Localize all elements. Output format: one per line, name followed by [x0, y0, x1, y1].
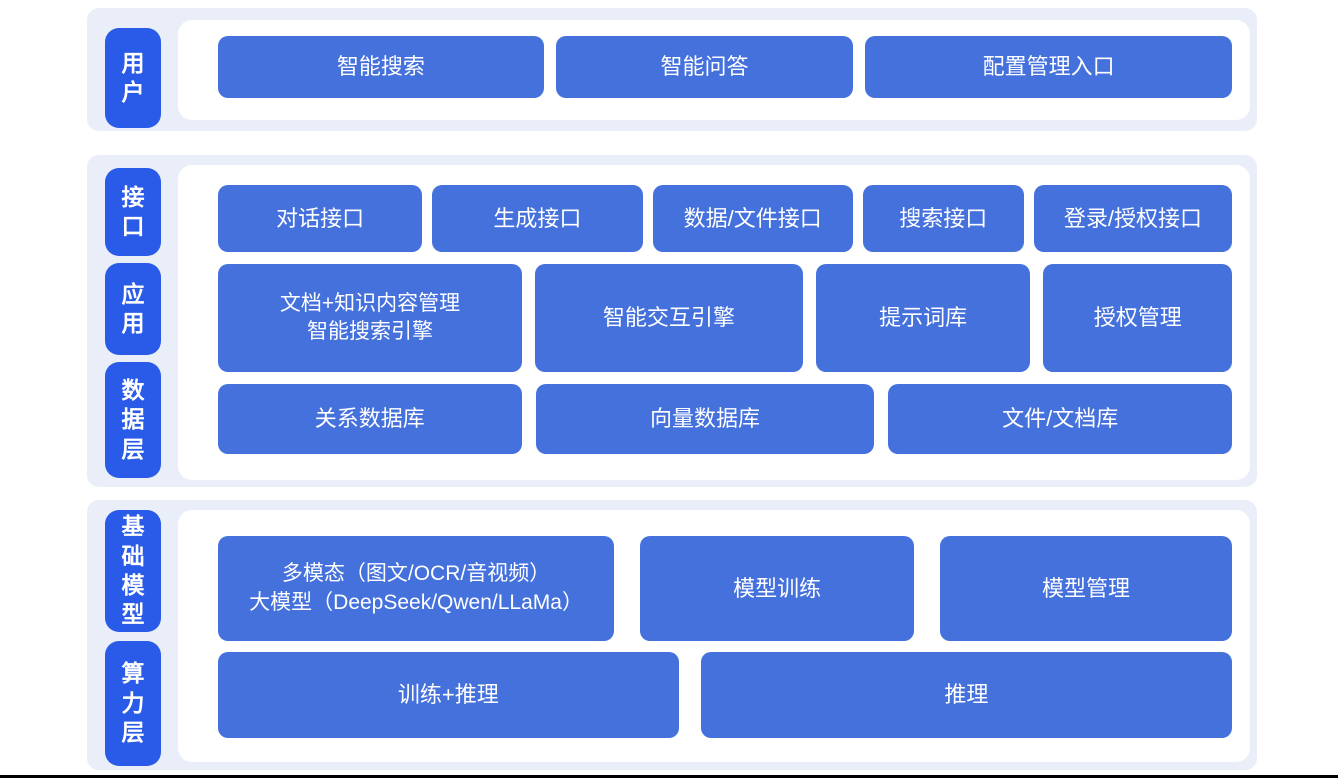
bottom-layers-label-column: 基础模型 算力层: [105, 510, 161, 766]
layer-label-data-text: 数据层: [121, 376, 145, 462]
middle-layers-section: 接口 应用 数据层 对话接口 生成接口 数据/文件接口 搜索接口 登录/授权接口…: [87, 155, 1257, 487]
box-file-document-store: 文件/文档库: [888, 383, 1232, 455]
box-authorization-management: 授权管理: [1043, 263, 1232, 372]
box-config-management-entry: 配置管理入口: [865, 36, 1232, 98]
compute-row: 训练+推理 推理: [218, 652, 1232, 738]
box-inference: 推理: [700, 652, 1232, 738]
box-data-file-api: 数据/文件接口: [652, 185, 853, 252]
box-model-management: 模型管理: [940, 536, 1232, 642]
box-vector-database: 向量数据库: [535, 383, 875, 455]
box-multimodal-llm: 多模态（图文/OCR/音视频） 大模型（DeepSeek/Qwen/LLaMa）: [218, 536, 615, 642]
box-dialog-api: 对话接口: [218, 185, 423, 252]
layer-label-compute: 算力层: [105, 641, 161, 766]
layer-label-foundation-model: 基础模型: [105, 510, 161, 632]
interface-row: 对话接口 生成接口 数据/文件接口 搜索接口 登录/授权接口: [218, 185, 1232, 252]
layer-label-user-text: 用户: [121, 49, 145, 105]
user-layer-label-column: 用户: [105, 28, 161, 128]
box-smart-qa: 智能问答: [555, 36, 854, 98]
box-relational-database: 关系数据库: [218, 383, 522, 455]
layer-label-foundation-model-text: 基础模型: [121, 513, 145, 628]
box-prompt-library: 提示词库: [815, 263, 1031, 372]
foundation-model-row: 多模态（图文/OCR/音视频） 大模型（DeepSeek/Qwen/LLaMa）…: [218, 536, 1232, 642]
user-layer-section: 用户 智能搜索 智能问答 配置管理入口: [87, 8, 1257, 131]
middle-layers-container: 对话接口 生成接口 数据/文件接口 搜索接口 登录/授权接口 文档+知识内容管理…: [178, 165, 1250, 480]
box-doc-knowledge-search-engine: 文档+知识内容管理 智能搜索引擎: [218, 263, 522, 372]
box-intelligent-interaction-engine: 智能交互引擎: [534, 263, 803, 372]
box-training-plus-inference: 训练+推理: [218, 652, 679, 738]
bottom-border-line: [0, 775, 1338, 778]
box-generation-api: 生成接口: [432, 185, 643, 252]
middle-layers-label-column: 接口 应用 数据层: [105, 168, 161, 478]
box-login-auth-api: 登录/授权接口: [1033, 185, 1232, 252]
box-model-training: 模型训练: [640, 536, 915, 642]
layer-label-application-text: 应用: [121, 280, 145, 337]
user-layer-row: 智能搜索 智能问答 配置管理入口: [218, 36, 1232, 98]
bottom-layers-section: 基础模型 算力层 多模态（图文/OCR/音视频） 大模型（DeepSeek/Qw…: [87, 500, 1257, 770]
application-row: 文档+知识内容管理 智能搜索引擎 智能交互引擎 提示词库 授权管理: [218, 263, 1232, 372]
bottom-layers-container: 多模态（图文/OCR/音视频） 大模型（DeepSeek/Qwen/LLaMa）…: [178, 510, 1250, 762]
data-layer-row: 关系数据库 向量数据库 文件/文档库: [218, 383, 1232, 455]
layer-label-data: 数据层: [105, 361, 161, 478]
layer-label-compute-text: 算力层: [121, 660, 145, 746]
user-layer-container: 智能搜索 智能问答 配置管理入口: [178, 20, 1250, 120]
box-search-api: 搜索接口: [862, 185, 1024, 252]
box-smart-search: 智能搜索: [218, 36, 544, 98]
layer-label-interface-text: 接口: [121, 183, 145, 240]
layer-label-interface: 接口: [105, 168, 161, 257]
layer-label-application: 应用: [105, 263, 161, 355]
layer-label-user: 用户: [105, 28, 161, 128]
